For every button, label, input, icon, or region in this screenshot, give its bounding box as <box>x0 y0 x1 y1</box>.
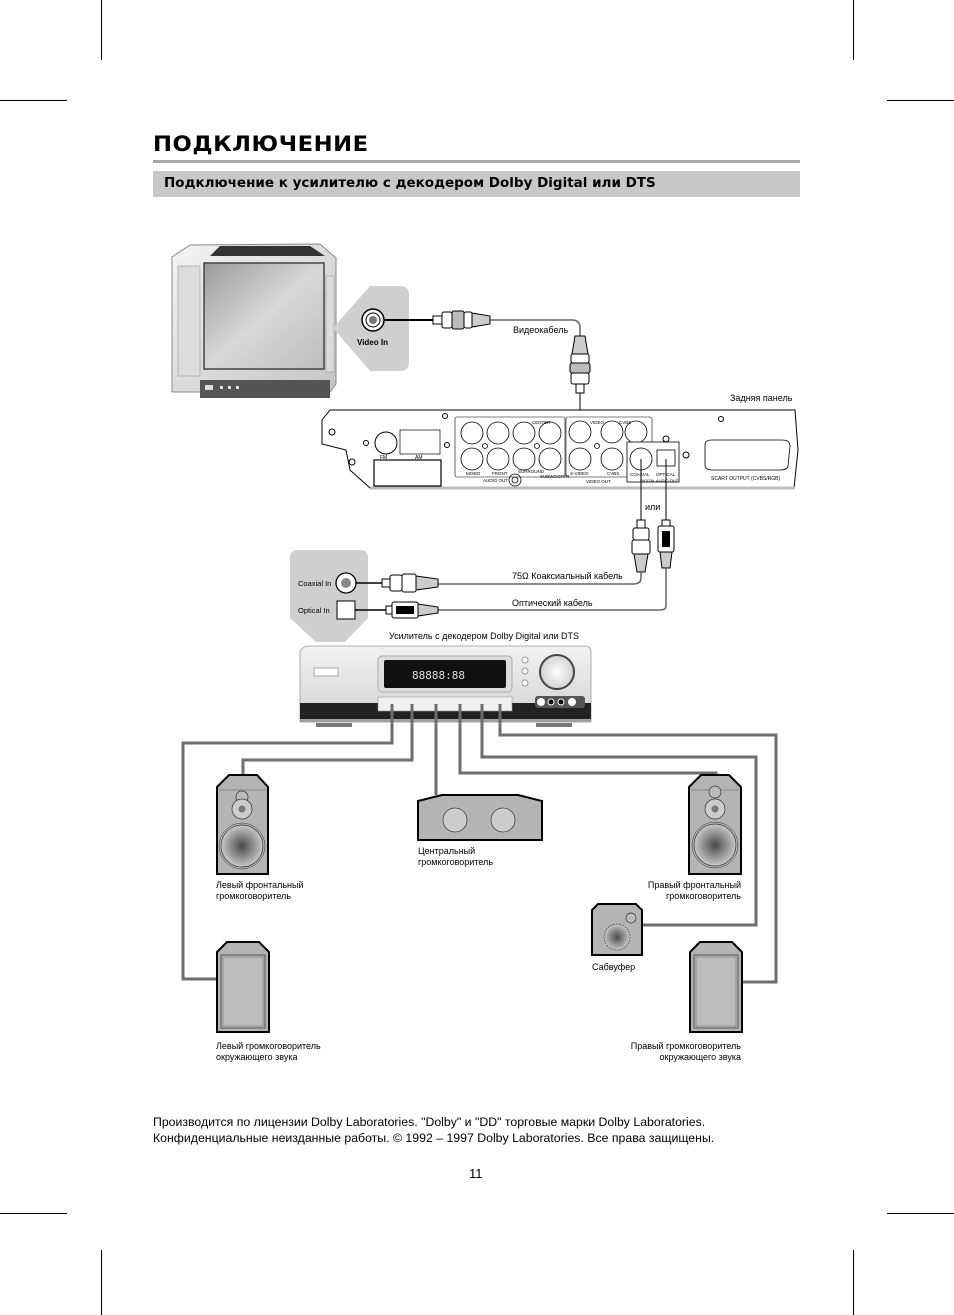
wire-right-surround <box>498 704 778 984</box>
amplifier-illustration: 88888:88 <box>299 645 592 727</box>
video-cable-label: Видеокабель <box>513 325 569 335</box>
center-jack-label: CENTER <box>532 420 551 425</box>
amplifier-label: Усилитель с декодером Dolby Digital или … <box>389 631 579 641</box>
center-speaker <box>417 794 543 841</box>
video-jack-label: VIDEO <box>590 420 605 425</box>
right-front-speaker-label: Правый фронтальный громкоговоритель <box>647 880 741 901</box>
page-number: 11 <box>469 1166 483 1181</box>
optical-cable-label: Оптический кабель <box>512 598 593 608</box>
title-rule <box>153 160 800 163</box>
cvbs-label: CVBS <box>607 471 620 476</box>
optical-in-label: Optical In <box>298 606 330 615</box>
crop-mark <box>887 100 954 101</box>
rear-panel-label: Задняя панель <box>730 393 793 403</box>
fm-label: FM <box>380 455 388 461</box>
front-label: FRONT <box>492 471 508 476</box>
left-front-speaker-label: Левый фронтальный громкоговоритель <box>216 880 304 901</box>
coaxial-in-label: Coaxial In <box>298 579 332 588</box>
right-surround-speaker-label: Правый громкоговоритель окружающего звук… <box>630 1041 741 1062</box>
video-out-label: VIDEO OUT <box>586 479 611 484</box>
digital-cables <box>438 459 675 611</box>
wire-left-front <box>241 704 414 775</box>
left-surround-speaker-label: Левый громкоговоритель окружающего звука <box>216 1041 321 1062</box>
audio-out-label: AUDIO OUT <box>483 478 509 483</box>
coaxial-cable-label: 75Ω Коаксиальный кабель <box>512 571 623 581</box>
crop-mark <box>101 1250 102 1315</box>
cvbs-top-label: CVBS <box>619 420 632 425</box>
subwoofer-label: Сабвуфер <box>592 962 636 972</box>
wire-left-surround <box>181 704 394 981</box>
left-front-speaker <box>216 774 269 875</box>
tv-illustration <box>171 243 337 398</box>
amplifier-display: 88888:88 <box>412 669 465 682</box>
section-header-bar <box>153 171 800 197</box>
crop-mark <box>887 1213 954 1214</box>
crop-mark <box>853 0 854 60</box>
mixed-label: MIXED <box>466 471 481 476</box>
rca-plug-horizontal <box>432 310 491 330</box>
digital-audio-out-label: DIGITAL AUDIO OUT <box>640 478 679 483</box>
rear-panel <box>321 409 799 490</box>
subwoofer <box>591 903 643 956</box>
crop-mark <box>0 1213 67 1214</box>
surround-label: SURROUND <box>518 469 545 474</box>
coaxial-jack-label: COAXIAL <box>630 472 650 477</box>
crop-mark <box>101 0 102 60</box>
wire-subwoofer <box>480 704 758 927</box>
s-video-label: S-VIDEO <box>570 471 589 476</box>
optical-in-jack <box>336 600 356 620</box>
license-line-1: Производится по лицензии Dolby Laborator… <box>153 1115 706 1129</box>
crop-mark <box>0 100 67 101</box>
optical-jack-label: OPTICAL <box>656 472 676 477</box>
video-in-label: Video In <box>357 338 388 347</box>
right-surround-speaker <box>689 941 743 1033</box>
subwoofer-jack-label: SUBWOOFER <box>540 474 570 479</box>
amp-input-callout <box>290 550 368 642</box>
section-title: Подключение к усилителю с декодером Dolb… <box>164 175 656 191</box>
page-title: ПОДКЛЮЧЕНИЕ <box>153 132 369 156</box>
rca-plug-vertical <box>569 335 591 394</box>
or-label: или <box>645 502 661 512</box>
crop-mark <box>853 1250 854 1315</box>
scart-label: SCART OUTPUT (CVBS/RGB) <box>711 476 781 482</box>
license-line-2: Конфиденциальные неизданные работы. © 19… <box>153 1131 715 1145</box>
license-notice: Производится по лицензии Dolby Laborator… <box>153 1114 714 1146</box>
left-surround-speaker <box>216 941 270 1033</box>
optical-plug-horizontal <box>355 601 439 619</box>
center-speaker-label: Центральный громкоговоритель <box>418 846 494 867</box>
am-label: AM <box>415 455 423 461</box>
coaxial-plug-horizontal <box>356 573 439 593</box>
right-front-speaker <box>688 774 742 875</box>
